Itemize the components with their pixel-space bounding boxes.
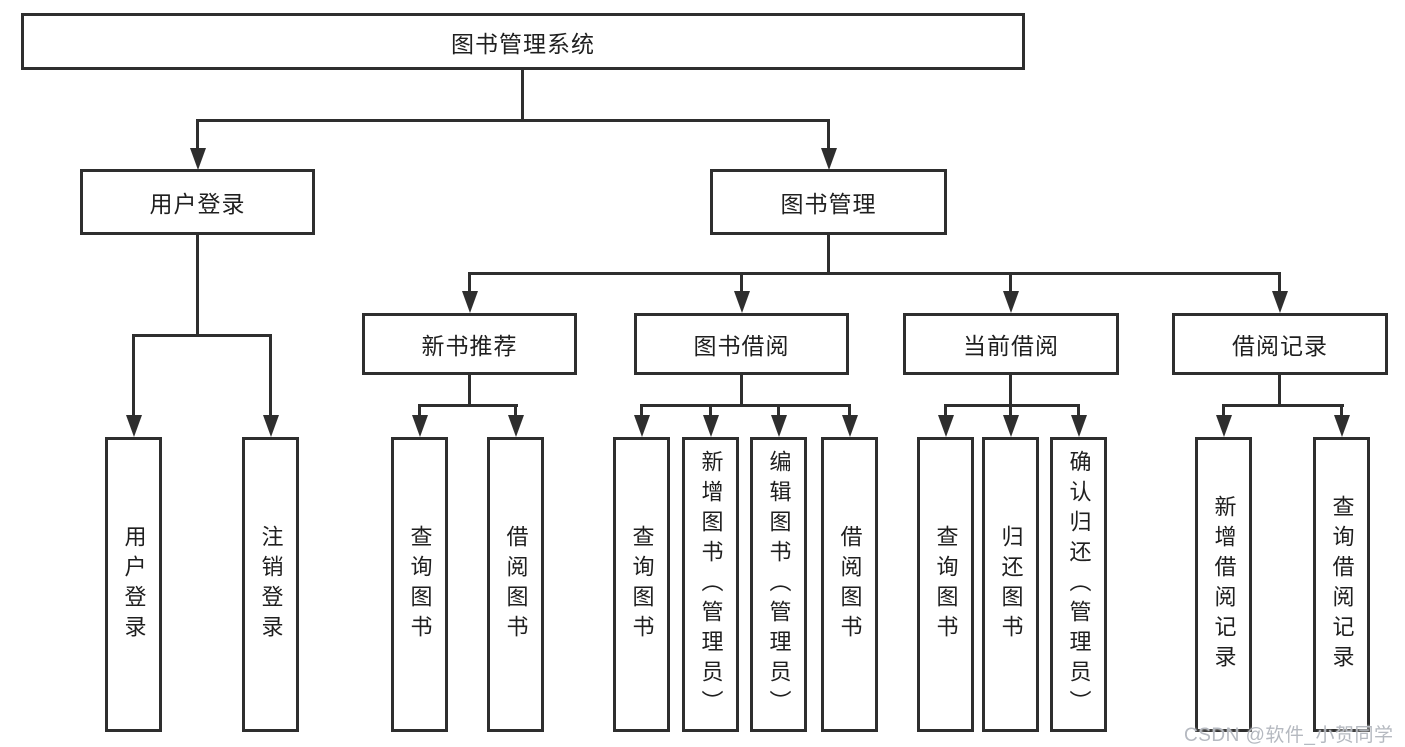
connector-new-book-span	[418, 404, 518, 407]
arrow-down-book-management	[821, 148, 837, 170]
connector-current-borrow-stem	[1009, 375, 1012, 407]
arrow-down-bb-edit	[771, 415, 787, 437]
connector-root-span	[196, 119, 830, 122]
arrow-down-user-login	[190, 148, 206, 170]
arrow-down-book-borrow	[734, 291, 750, 313]
leaf-user-login: 用户登录	[105, 437, 162, 732]
connector-drop-nbr-query	[418, 404, 421, 418]
node-new-book-recommend: 新书推荐	[362, 313, 577, 375]
node-book-borrowing: 图书借阅	[634, 313, 849, 375]
connector-drop-bb-edit	[777, 404, 780, 418]
arrow-down-cb-query	[938, 415, 954, 437]
connector-drop-current-borrow	[1009, 272, 1012, 294]
node-root-library-system: 图书管理系统	[21, 13, 1025, 70]
connector-book-borrow-span	[640, 404, 851, 407]
connector-drop-book-management	[827, 119, 830, 150]
connector-drop-bb-borrow	[848, 404, 851, 418]
connector-drop-cb-query	[944, 404, 947, 418]
leaf-br-query-record: 查询借阅记录	[1313, 437, 1370, 732]
connector-book-borrow-stem	[740, 375, 743, 407]
arrow-down-leaf-logout	[263, 415, 279, 437]
connector-drop-user-login	[196, 119, 199, 150]
connector-drop-leaf-logout	[269, 334, 272, 417]
arrow-down-cb-return	[1003, 415, 1019, 437]
leaf-bb-borrow-books: 借阅图书	[821, 437, 878, 732]
connector-book-management-stem	[827, 235, 830, 275]
leaf-nbr-borrow-books: 借阅图书	[487, 437, 544, 732]
node-book-management: 图书管理	[710, 169, 947, 235]
leaf-logout: 注销登录	[242, 437, 299, 732]
connector-drop-bb-query	[640, 404, 643, 418]
connector-user-login-stem	[196, 235, 199, 337]
node-user-login: 用户登录	[80, 169, 315, 235]
connector-drop-cb-return	[1009, 404, 1012, 418]
connector-drop-leaf-user-login	[132, 334, 135, 417]
node-current-borrowing: 当前借阅	[903, 313, 1119, 375]
connector-drop-br-query	[1340, 404, 1343, 418]
connector-drop-cb-confirm	[1077, 404, 1080, 418]
arrow-down-new-book	[462, 291, 478, 313]
connector-drop-book-borrow	[740, 272, 743, 294]
arrow-down-bb-query	[634, 415, 650, 437]
connector-borrow-record-span	[1222, 404, 1344, 407]
connector-drop-new-book	[468, 272, 471, 294]
node-borrow-records: 借阅记录	[1172, 313, 1388, 375]
connector-book-management-span	[468, 272, 1281, 275]
leaf-bb-edit-books-admin: 编辑图书（管理员）	[750, 437, 807, 732]
connector-current-borrow-span	[944, 404, 1080, 407]
connector-user-login-span	[132, 334, 272, 337]
connector-drop-nbr-borrow	[514, 404, 517, 418]
connector-new-book-stem	[468, 375, 471, 407]
connector-drop-borrow-record	[1278, 272, 1281, 294]
leaf-bb-add-books-admin: 新增图书（管理员）	[682, 437, 739, 732]
connector-drop-bb-add	[709, 404, 712, 418]
arrow-down-cb-confirm	[1071, 415, 1087, 437]
connector-root-stem	[521, 68, 524, 122]
connector-borrow-record-stem	[1278, 375, 1281, 407]
leaf-nbr-query-books: 查询图书	[391, 437, 448, 732]
arrow-down-nbr-borrow	[508, 415, 524, 437]
arrow-down-leaf-user-login	[126, 415, 142, 437]
csdn-watermark: CSDN @软件_小贺同学	[1184, 725, 1394, 746]
leaf-cb-return-books: 归还图书	[982, 437, 1039, 732]
arrow-down-br-add	[1216, 415, 1232, 437]
arrow-down-nbr-query	[412, 415, 428, 437]
leaf-br-add-record: 新增借阅记录	[1195, 437, 1252, 732]
connector-drop-br-add	[1222, 404, 1225, 418]
leaf-cb-confirm-return-admin: 确认归还（管理员）	[1050, 437, 1107, 732]
leaf-bb-query-books: 查询图书	[613, 437, 670, 732]
arrow-down-bb-borrow	[842, 415, 858, 437]
arrow-down-br-query	[1334, 415, 1350, 437]
leaf-cb-query-books: 查询图书	[917, 437, 974, 732]
arrow-down-bb-add	[703, 415, 719, 437]
arrow-down-current-borrow	[1003, 291, 1019, 313]
arrow-down-borrow-record	[1272, 291, 1288, 313]
